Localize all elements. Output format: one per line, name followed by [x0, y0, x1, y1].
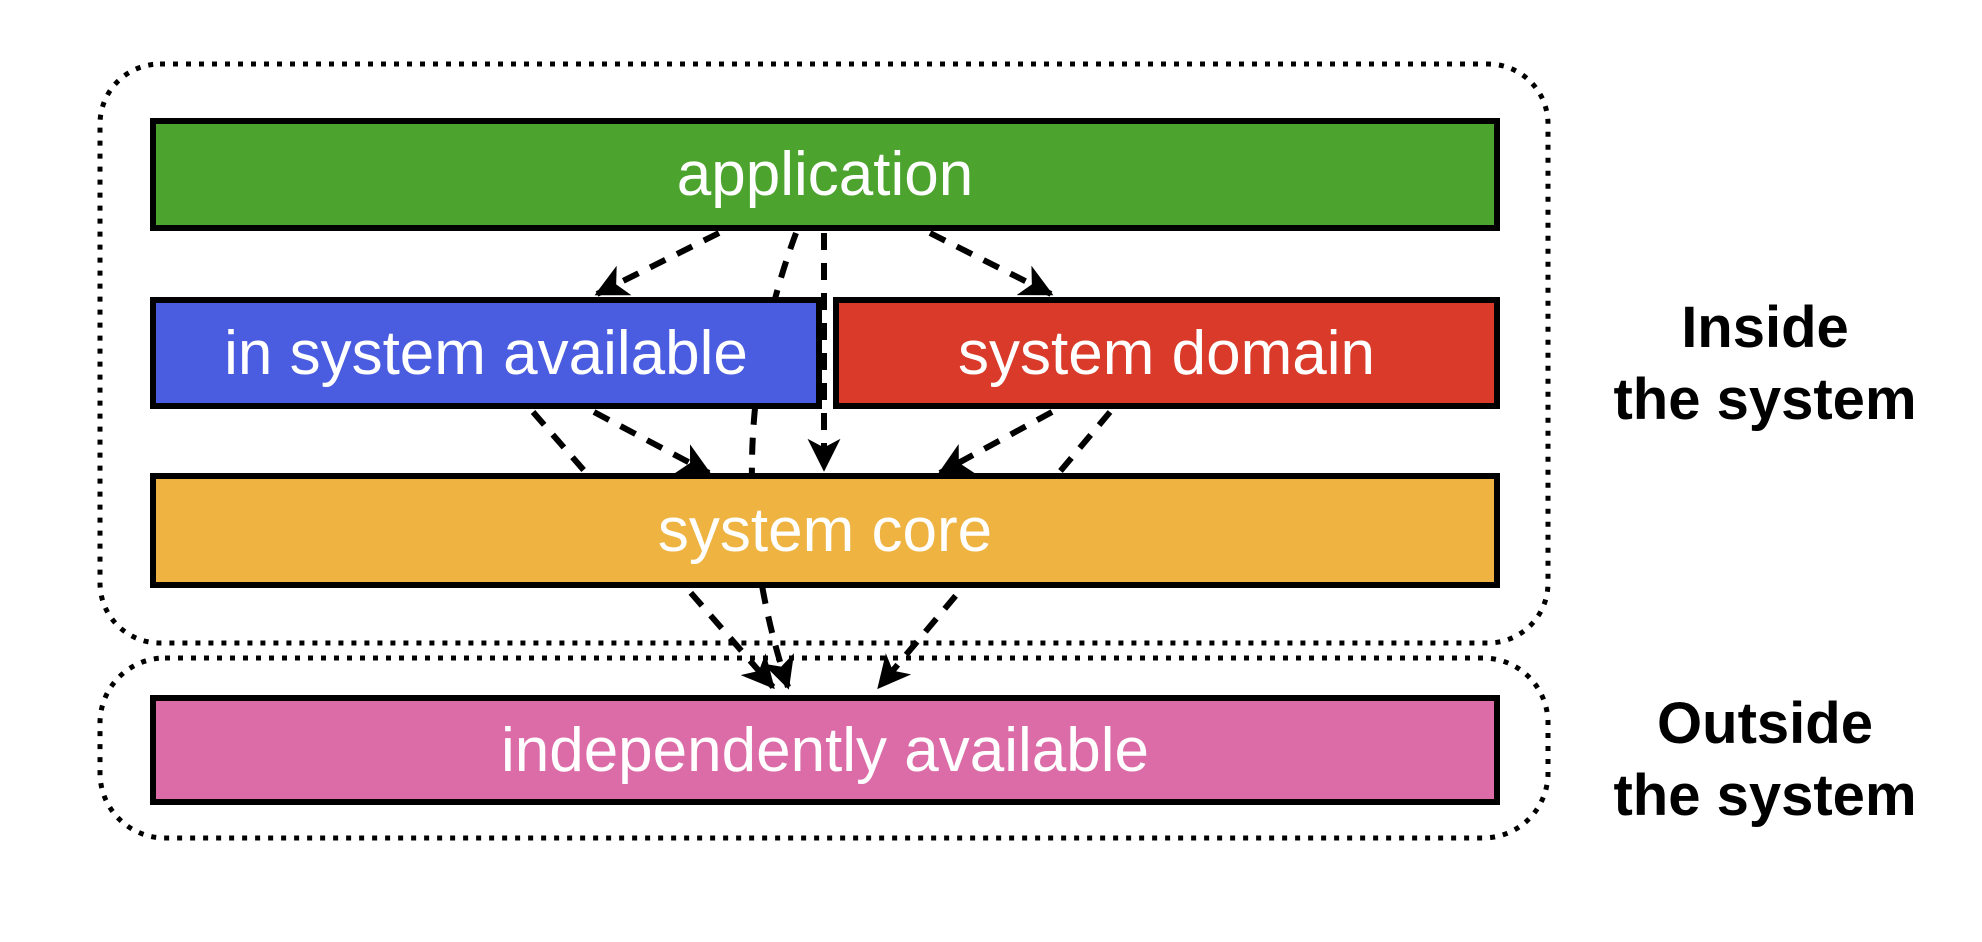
- arrow-application-to-system-domain: [928, 230, 1054, 297]
- application-layer-bar: application: [150, 118, 1500, 231]
- system-domain-layer-bar: system domain: [833, 297, 1500, 409]
- system-core-layer-bar: system core: [150, 473, 1500, 588]
- system-domain-layer-label: system domain: [958, 318, 1375, 388]
- independently-available-layer-bar: independently available: [150, 695, 1500, 805]
- inside-system-boundary: [97, 61, 1551, 646]
- inside-the-system-label: Inside the system: [1613, 295, 1917, 432]
- in-system-available-layer-bar: in system available: [150, 297, 822, 409]
- independently-available-layer-label: independently available: [500, 715, 1150, 785]
- system-core-layer-label: system core: [657, 496, 993, 565]
- arrow-application-to-independently-available: [748, 231, 799, 690]
- arrow-system-domain-to-system-core: [937, 409, 1054, 476]
- arrow-in-system-available-to-system-core: [592, 409, 712, 476]
- outside-system-boundary: [97, 655, 1551, 841]
- application-layer-label: application: [676, 140, 974, 209]
- in-system-available-layer-label: in system available: [224, 318, 748, 388]
- arrow-application-to-in-system-available: [594, 230, 721, 297]
- outside-the-system-label: Outside the system: [1613, 691, 1917, 828]
